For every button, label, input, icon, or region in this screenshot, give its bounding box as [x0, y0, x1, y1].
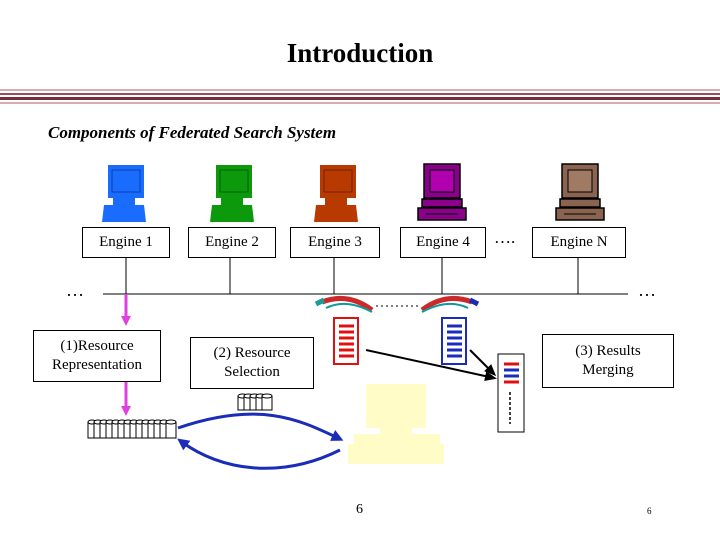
right-query-curve-arrow — [420, 295, 480, 313]
engine-3-label: Engine 3 — [308, 233, 362, 250]
engine-4-label-box: Engine 4 — [400, 227, 486, 258]
engine-n-label-box: Engine N — [532, 227, 626, 258]
title-rule-2 — [0, 93, 720, 95]
page-number: 6 — [356, 502, 363, 517]
merged-result-list-icon — [497, 353, 525, 433]
engine-n-label: Engine N — [550, 233, 608, 250]
title-rule-4 — [0, 102, 720, 104]
resource-representation-box: (1)Resource Representation — [33, 330, 161, 382]
query-arrow-lower — [177, 438, 341, 470]
engine-4-computer-icon — [417, 163, 467, 221]
bus-left-ellipsis: … — [66, 280, 84, 300]
blue-result-list-icon — [441, 317, 467, 365]
engine-1-label-box: Engine 1 — [82, 227, 170, 258]
engine-2-computer-icon — [210, 165, 254, 222]
engine-2-label-box: Engine 2 — [188, 227, 276, 258]
results-merging-box: (3) Results Merging — [542, 334, 674, 388]
engine-1-computer-icon — [102, 165, 146, 222]
slide-title: Introduction — [286, 38, 434, 68]
query-arrow-upper — [177, 412, 344, 441]
engine-3-label-box: Engine 3 — [290, 227, 380, 258]
red-result-list-icon — [333, 317, 359, 365]
representation-database-icon — [87, 419, 177, 439]
bus-right-ellipsis: … — [638, 280, 656, 300]
engine-1-label: Engine 1 — [99, 233, 153, 250]
engine-2-label: Engine 2 — [205, 233, 259, 250]
slide-subtitle: Components of Federated Search System — [48, 123, 337, 142]
engine-3-computer-icon — [314, 165, 358, 222]
resource-selection-box: (2) Resource Selection — [190, 337, 314, 389]
left-query-curve-arrow — [314, 295, 374, 313]
engine-4-label: Engine 4 — [416, 233, 470, 250]
resource-representation-label: (1)Resource Representation — [52, 337, 142, 374]
title-rule-1 — [0, 89, 720, 91]
resource-selection-label: (2) Resource Selection — [213, 344, 291, 381]
engines-ellipsis: …. — [494, 228, 516, 247]
merge-arrow-from-blue — [469, 349, 497, 377]
user-computer-icon — [348, 384, 444, 464]
merge-arrow-from-red — [365, 349, 497, 381]
corner-page-number: 6 — [647, 506, 652, 516]
title-rule-3 — [0, 97, 720, 100]
engine-n-computer-icon — [555, 163, 605, 221]
selection-database-icon — [237, 393, 273, 411]
results-merging-label: (3) Results Merging — [575, 342, 641, 379]
